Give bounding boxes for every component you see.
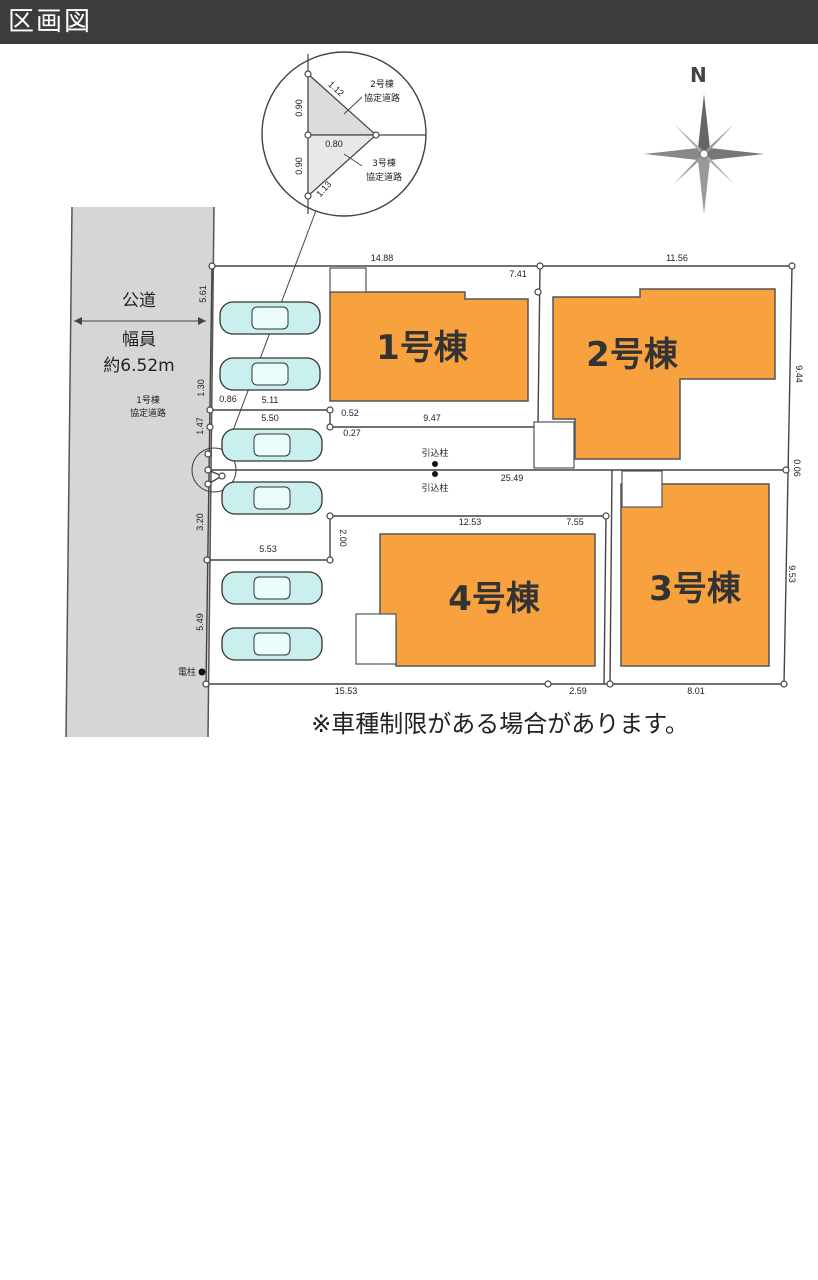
- dim-label: 0.27: [343, 428, 361, 438]
- dim-label: 5.61: [198, 285, 208, 303]
- dim-label: 5.53: [259, 544, 277, 554]
- dim-label: 9.53: [787, 565, 797, 583]
- compass-north-label: N: [690, 63, 707, 87]
- dim-label: 5.11: [262, 395, 279, 405]
- road-edge-left: [65, 206, 73, 738]
- dim-label: 8.01: [687, 686, 705, 696]
- dim-label: 3.20: [195, 513, 205, 531]
- parking-car-4: [221, 481, 323, 515]
- dim-label: 7.41: [509, 269, 527, 279]
- building-1-label: 1号棟: [376, 328, 469, 368]
- inset-callout-circle: [191, 447, 237, 493]
- site-boundary: [205, 265, 793, 685]
- arrow-right-icon: [198, 317, 206, 325]
- dim-label: 0.52: [341, 408, 359, 418]
- building-4-porch: [355, 613, 397, 665]
- dim-label: 1.30: [196, 379, 206, 397]
- inset-label-2-line1: 2号棟: [370, 78, 394, 90]
- parking-car-1: [219, 301, 321, 335]
- building-3-label: 3号棟: [649, 569, 742, 609]
- vehicle-restriction-note: ※車種制限がある場合があります。: [311, 710, 689, 738]
- inset-triangle-3: [307, 134, 378, 198]
- survey-points: [202, 262, 796, 688]
- agreement-road-1-line2: 協定道路: [130, 407, 166, 419]
- building-3: [620, 483, 770, 667]
- site-plan: 公道 幅員 約6.52m 1号棟 2号棟 3号棟 4号棟: [65, 51, 804, 738]
- dim-label: 7.55: [566, 517, 584, 527]
- building-2: [552, 288, 776, 460]
- road-name: 公道: [122, 291, 156, 311]
- dim-label: 25.49: [501, 473, 524, 483]
- dim-label: 1.47: [195, 417, 205, 435]
- dim-label: 9.44: [794, 365, 804, 383]
- building-2-porch: [533, 421, 575, 469]
- service-pole-label-bottom: 引込柱: [421, 482, 448, 494]
- agreement-road-inset: 1.12 0.90 0.80 0.90 1.13 2号棟 協定道路 3号棟 協定…: [261, 51, 427, 217]
- inset-dim: 0.80: [325, 139, 343, 149]
- service-pole-icon: [432, 461, 438, 467]
- lot-line-lane-top: [210, 409, 538, 428]
- utility-pole-label: 電柱: [178, 666, 196, 678]
- road-width-label: 幅員: [122, 330, 156, 350]
- inset-label-3-line2: 協定道路: [366, 171, 402, 183]
- service-pole-label-top: 引込柱: [421, 447, 448, 459]
- arrow-left-icon: [74, 317, 82, 325]
- dim-label: 12.53: [459, 517, 482, 527]
- dim-label: 14.88: [371, 253, 394, 263]
- inset-label-3-line1: 3号棟: [372, 157, 396, 169]
- header-bar: 区画図: [0, 0, 818, 44]
- parking-car-6: [221, 627, 323, 661]
- service-pole-icon-2: [432, 471, 438, 477]
- north-compass-icon: [644, 94, 764, 214]
- building-4-label: 4号棟: [448, 579, 541, 619]
- dim-label: 5.50: [261, 413, 279, 423]
- dim-label: 15.53: [335, 686, 358, 696]
- building-2-label: 2号棟: [586, 335, 679, 375]
- inset-dim: 0.90: [294, 99, 304, 117]
- building-1-porch: [329, 267, 367, 293]
- page-title: 区画図: [8, 7, 93, 37]
- dim-label: 2.59: [569, 686, 587, 696]
- dim-label: 0.06: [792, 459, 802, 477]
- lot-line-3-4: [609, 469, 613, 685]
- public-road-area: [66, 207, 214, 737]
- dim-label: 11.56: [666, 253, 688, 263]
- parking-car-2: [219, 357, 321, 391]
- parking-car-3: [221, 428, 323, 462]
- dim-label: 5.49: [195, 613, 205, 631]
- parking-car-5: [221, 571, 323, 605]
- building-1: [329, 291, 529, 402]
- dim-label: 2.00: [338, 529, 348, 547]
- agreement-road-1-line1: 1号棟: [136, 394, 160, 406]
- dim-label: 9.47: [423, 413, 441, 423]
- inset-dim: 0.90: [294, 157, 304, 175]
- dim-label: 0.86: [219, 394, 237, 404]
- utility-pole-icon: [198, 668, 206, 676]
- road-width-value: 約6.52m: [103, 356, 174, 376]
- inset-label-2-line2: 協定道路: [364, 92, 400, 104]
- building-3-porch: [621, 470, 663, 508]
